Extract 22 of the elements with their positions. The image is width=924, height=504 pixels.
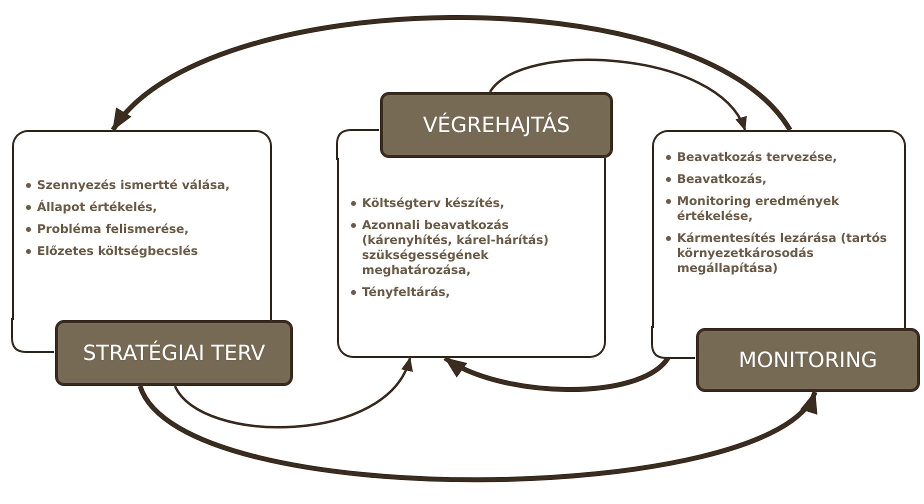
- bullet-item: Monitoring eredmények értékelése,: [677, 194, 840, 224]
- bullet-item: Beavatkozás tervezése,: [677, 150, 838, 165]
- bullet-item: Beavatkozás,: [677, 172, 767, 187]
- stage-label: STRATÉGIAI TERV: [55, 320, 293, 386]
- content-card: [652, 130, 906, 328]
- arrow: [111, 15, 792, 132]
- stage-label: VÉGREHAJTÁS: [380, 92, 613, 158]
- bullet-item: Állapot értékelés,: [37, 200, 158, 215]
- bullet-item: Költségterv készítés,: [362, 196, 504, 211]
- bullet-item: Azonnali beavatkozás (kárenyhítés, kárel-hárítás) szükségességének meghatározása,: [362, 218, 550, 278]
- content-card: [12, 130, 272, 320]
- arrow: [174, 357, 412, 428]
- arrow: [444, 356, 670, 392]
- arrow: [489, 58, 746, 131]
- stage-label: MONITORING: [696, 328, 920, 392]
- content-card: [337, 158, 606, 358]
- bullet-item: Probléma felismerése,: [37, 222, 189, 237]
- bullet-item: Előzetes költségbecslés: [37, 244, 198, 259]
- arrow: [138, 384, 817, 482]
- bullet-item: Szennyezés ismertté válása,: [37, 178, 230, 193]
- bullet-item: Tényfeltárás,: [362, 285, 450, 300]
- bullet-item: Kármentesítés lezárása (tartós környezetkárosodás megállapítása): [677, 231, 888, 276]
